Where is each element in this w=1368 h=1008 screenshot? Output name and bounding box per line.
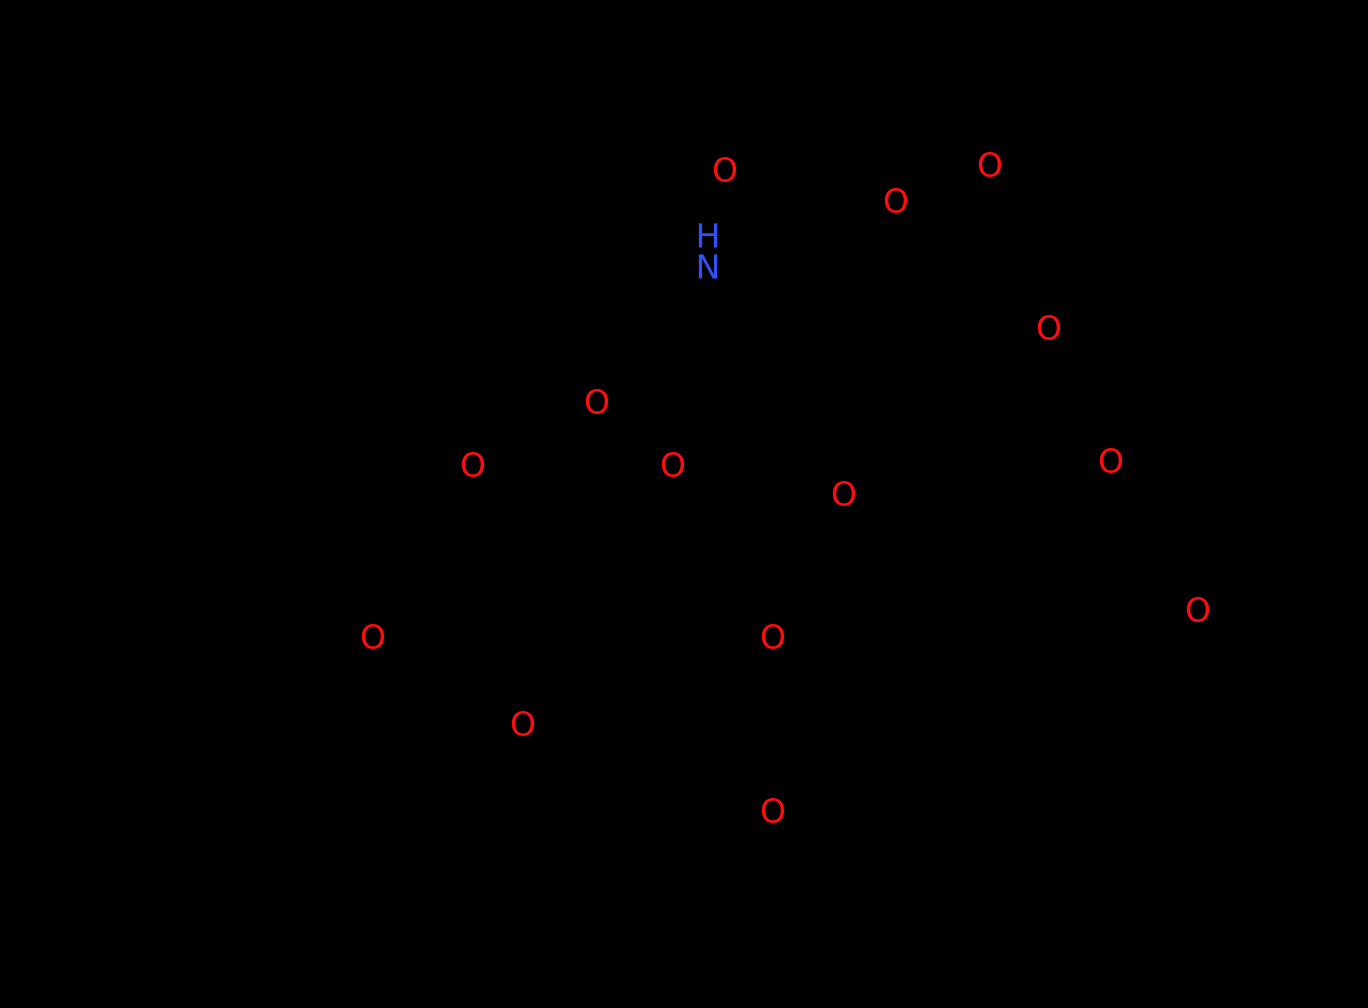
oxygen-atom: O	[760, 791, 786, 831]
nitrogen-label: N	[695, 248, 721, 287]
oxygen-atom: O	[977, 145, 1003, 185]
oxygen-atom: O	[584, 382, 610, 422]
oxygen-atom: O	[1185, 590, 1211, 630]
oxygen-atom: O	[510, 704, 536, 744]
oxygen-atom: O	[360, 617, 386, 657]
oxygen-atom: O	[1036, 308, 1062, 348]
hydrogen-label: H	[695, 216, 721, 256]
oxygen-atom: O	[883, 181, 909, 221]
amine-nh-group: H N	[695, 216, 721, 287]
oxygen-atom: O	[660, 445, 686, 485]
oxygen-atom: O	[712, 150, 738, 190]
oxygen-atom: O	[460, 445, 486, 485]
oxygen-atom: O	[1098, 441, 1124, 481]
oxygen-atom: O	[760, 617, 786, 657]
oxygen-atom: O	[831, 474, 857, 514]
